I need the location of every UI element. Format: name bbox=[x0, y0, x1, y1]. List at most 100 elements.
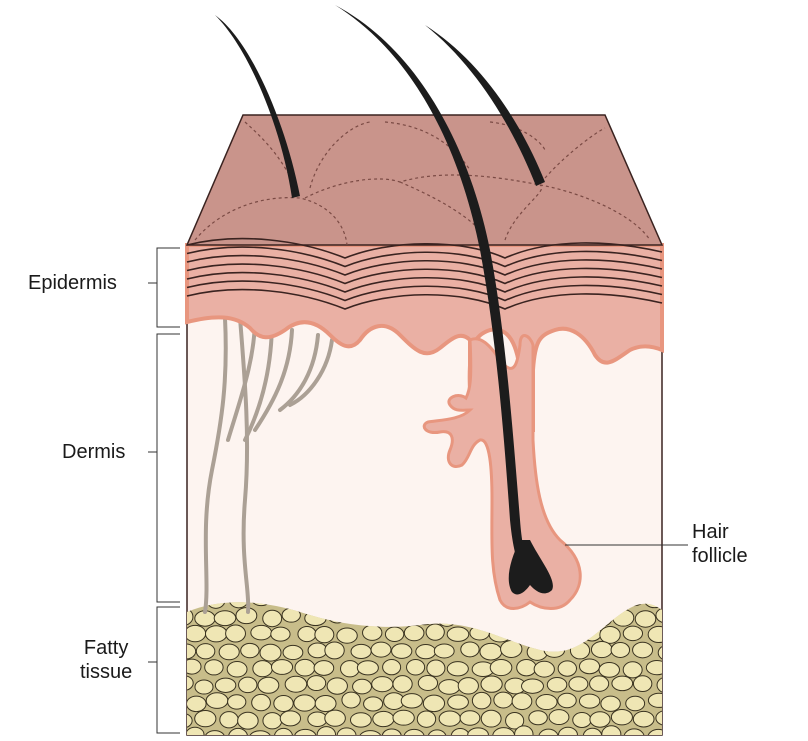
fat-cell bbox=[340, 660, 360, 678]
fat-cell bbox=[632, 675, 653, 693]
fat-cell bbox=[228, 602, 249, 609]
fat-cell bbox=[599, 625, 621, 644]
fat-cell bbox=[623, 728, 645, 735]
fat-cell bbox=[625, 695, 646, 712]
fat-cell bbox=[326, 677, 348, 695]
hair-bulb bbox=[508, 540, 553, 595]
fat-cell bbox=[307, 642, 328, 659]
fat-cell bbox=[647, 728, 662, 735]
fat-cell bbox=[187, 695, 207, 713]
fat-cell bbox=[336, 627, 358, 644]
fat-cell bbox=[219, 711, 239, 729]
fat-cell bbox=[251, 693, 271, 712]
fat-cell bbox=[362, 624, 383, 641]
fat-cell bbox=[645, 659, 662, 676]
label-epidermis: Epidermis bbox=[28, 272, 117, 294]
fat-cell bbox=[307, 711, 328, 728]
fat-cell bbox=[655, 710, 662, 726]
fat-cell bbox=[535, 694, 558, 711]
fat-cell bbox=[324, 641, 345, 660]
fat-cell bbox=[668, 692, 688, 708]
fat-cell bbox=[610, 708, 633, 726]
fat-cell bbox=[350, 643, 372, 660]
label-dermis: Dermis bbox=[62, 441, 126, 463]
fat-cell bbox=[450, 727, 470, 735]
fat-cell bbox=[262, 712, 283, 730]
fat-cell bbox=[341, 691, 361, 709]
fat-cell bbox=[446, 661, 469, 677]
label-hair-follicle-line1: Hair bbox=[692, 521, 729, 543]
fat-cell bbox=[403, 728, 425, 735]
fat-cell bbox=[416, 710, 437, 728]
fat-cell bbox=[656, 676, 662, 694]
fat-cell bbox=[655, 606, 662, 624]
fat-cell bbox=[250, 602, 272, 607]
fat-cell bbox=[293, 728, 317, 735]
fat-cell bbox=[457, 677, 479, 695]
fat-cell bbox=[250, 624, 273, 641]
fat-cell bbox=[668, 626, 687, 642]
fat-cell bbox=[514, 725, 534, 735]
fat-cell bbox=[204, 730, 226, 735]
surface-ridges bbox=[194, 121, 651, 246]
fat-cell bbox=[578, 658, 601, 675]
fat-cell bbox=[632, 710, 655, 728]
fat-cell bbox=[372, 710, 395, 728]
epidermis-stratum-line bbox=[186, 280, 663, 302]
fat-cell bbox=[187, 643, 197, 660]
fat-cell bbox=[187, 712, 193, 729]
fat-cell bbox=[446, 626, 470, 642]
fat-cell bbox=[204, 659, 224, 676]
fat-cell bbox=[417, 675, 439, 691]
fat-cell bbox=[634, 610, 657, 628]
hair-shaft-center bbox=[335, 5, 535, 577]
fat-cell bbox=[528, 710, 548, 726]
fat-cell bbox=[214, 677, 237, 693]
fat-cell bbox=[392, 709, 415, 726]
fat-cell bbox=[314, 626, 335, 644]
fat-cell bbox=[668, 594, 686, 609]
fat-cell bbox=[493, 691, 514, 709]
fat-cell bbox=[252, 660, 273, 678]
fat-cell bbox=[187, 658, 202, 675]
fat-cell bbox=[248, 730, 272, 735]
fat-cell bbox=[324, 709, 346, 727]
fat-cell bbox=[218, 643, 240, 661]
fat-cell bbox=[511, 692, 533, 711]
fat-cell bbox=[521, 678, 544, 694]
fat-cell bbox=[194, 679, 214, 695]
fat-cell bbox=[538, 728, 559, 735]
fat-cell bbox=[349, 712, 372, 728]
fat-cell bbox=[391, 643, 413, 659]
fat-cell bbox=[610, 641, 631, 658]
fat-cell bbox=[598, 662, 621, 678]
fat-cell bbox=[459, 710, 481, 726]
fat-cell bbox=[187, 624, 207, 643]
fat-cell bbox=[557, 660, 577, 677]
fat-cell bbox=[568, 676, 589, 692]
fat-cell bbox=[489, 659, 513, 677]
fat-cell bbox=[546, 677, 568, 693]
fat-cell bbox=[505, 711, 525, 730]
label-fatty-tissue-line1: Fatty bbox=[83, 637, 129, 659]
fat-cell bbox=[426, 659, 446, 677]
fat-cell bbox=[282, 644, 304, 661]
fat-cell bbox=[187, 726, 205, 735]
hair-shaft-left bbox=[215, 15, 300, 198]
fat-cell bbox=[370, 641, 392, 658]
fat-cell bbox=[632, 641, 654, 659]
label-fatty-tissue-line2: tissue bbox=[80, 661, 133, 683]
fat-cell bbox=[589, 711, 611, 728]
fat-cell bbox=[257, 676, 280, 694]
fat-cell bbox=[622, 661, 643, 679]
fat-cell bbox=[400, 693, 423, 709]
fat-cell bbox=[479, 642, 503, 661]
fat-cell bbox=[314, 694, 337, 713]
fat-cell bbox=[582, 727, 603, 735]
fat-cell bbox=[666, 729, 688, 741]
fat-cell bbox=[384, 626, 405, 643]
fat-cell bbox=[480, 709, 502, 728]
fat-cell bbox=[666, 658, 687, 675]
fat-cell bbox=[237, 711, 259, 730]
